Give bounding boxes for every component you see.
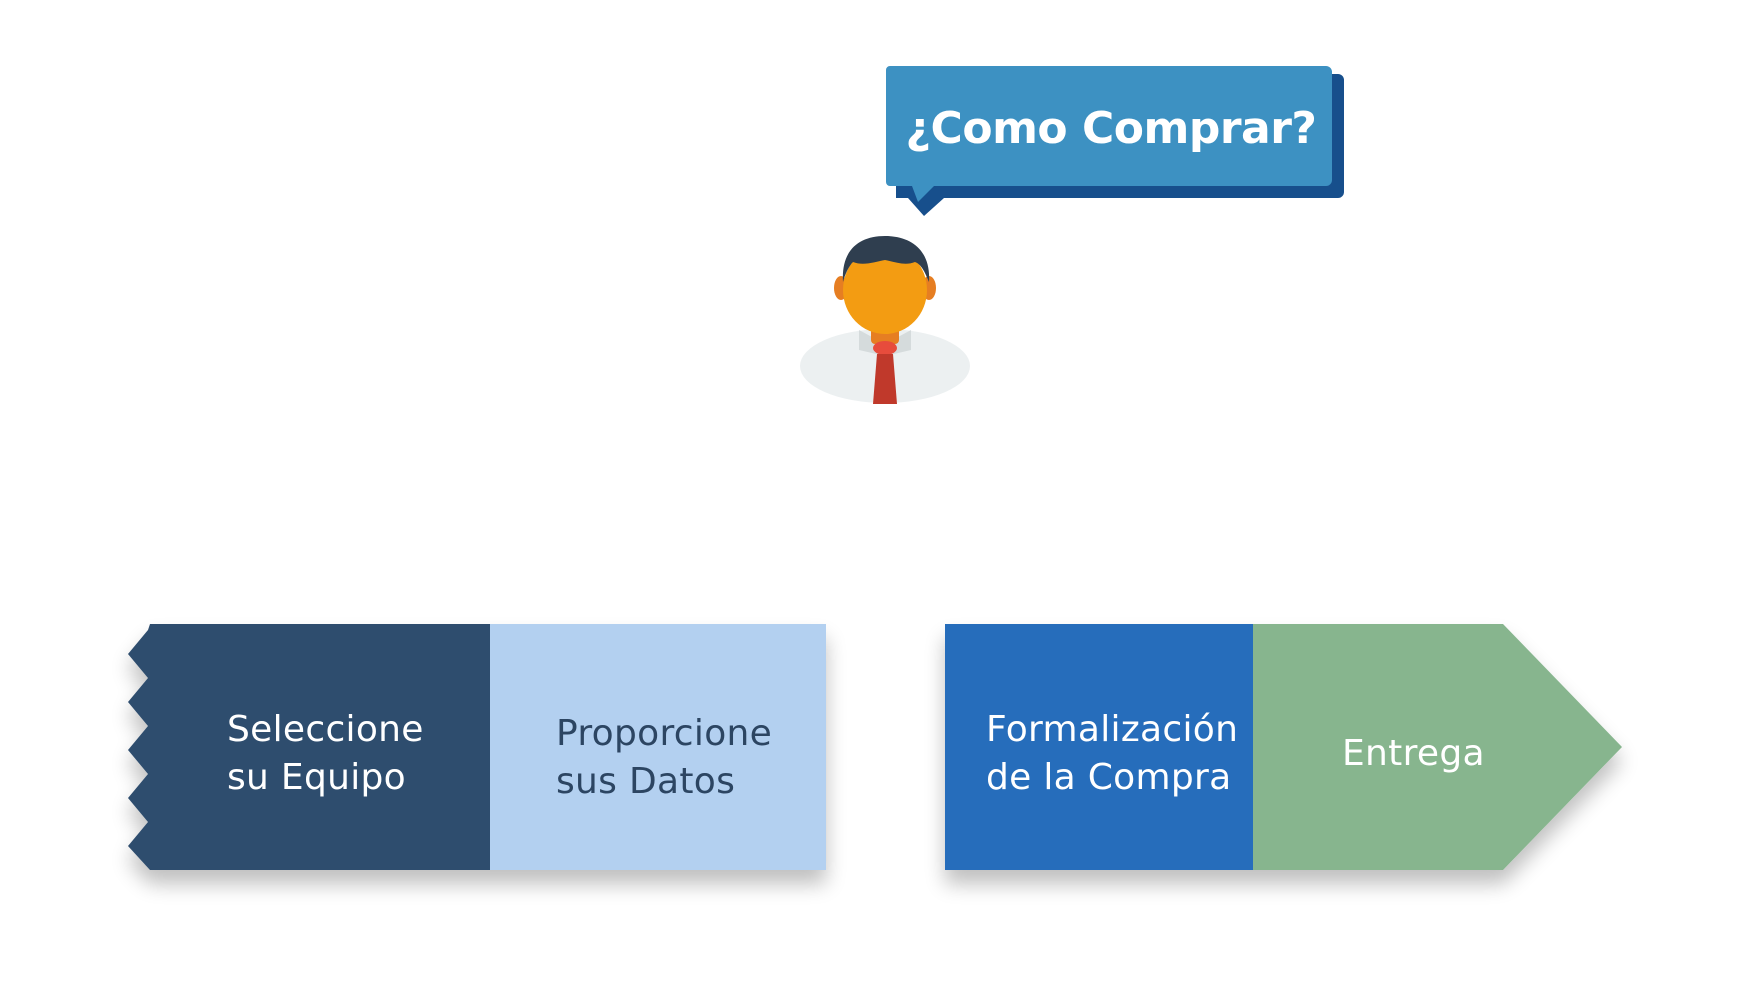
bubble-title: ¿Como Comprar? — [905, 103, 1317, 154]
step-2-label: Proporcione sus Datos — [556, 713, 773, 802]
step-4-label: Entrega — [1342, 733, 1485, 774]
step-4-shape — [1253, 624, 1622, 870]
step-2-shape — [490, 624, 826, 870]
speech-bubble: ¿Como Comprar? — [886, 66, 1346, 216]
step-1-shape — [128, 624, 493, 870]
speech-bubble-shape — [886, 66, 1344, 216]
step-3-shape — [945, 624, 1257, 870]
businessman-icon — [797, 232, 973, 412]
step-3-label: Formalización de la Compra — [986, 709, 1239, 798]
step-1-label: Seleccione su Equipo — [227, 709, 424, 798]
